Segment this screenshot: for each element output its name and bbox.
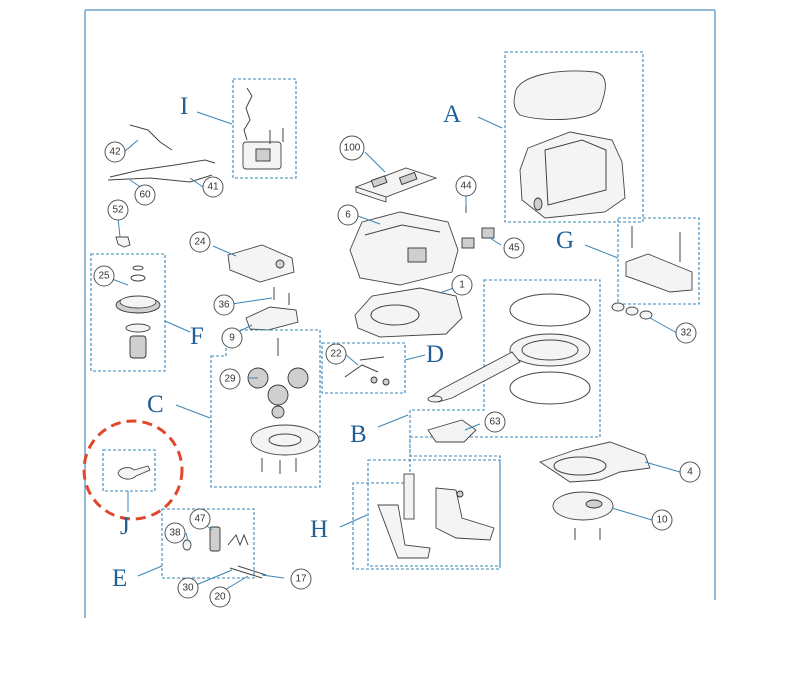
callout-9: 9 [221, 327, 243, 349]
svg-text:29: 29 [224, 374, 236, 385]
svg-text:9: 9 [229, 333, 235, 344]
group-j: J [82, 419, 184, 540]
highlight-ring [82, 419, 184, 521]
group-i-label: I [180, 93, 188, 120]
group-b: B [350, 279, 601, 570]
group-h-label: H [310, 516, 328, 543]
group-i: I [180, 78, 297, 179]
svg-text:52: 52 [112, 205, 124, 216]
group-f-label: F [190, 323, 204, 350]
svg-text:100: 100 [344, 143, 361, 154]
callout-6: 6 [337, 204, 359, 226]
callout-25: 25 [93, 265, 115, 287]
callout-36: 36 [213, 294, 235, 316]
part-9-plate [245, 287, 299, 331]
group-h: H [310, 459, 501, 567]
group-e: E [112, 508, 267, 592]
callout-100: 100 [339, 135, 365, 161]
group-g: G [556, 217, 700, 320]
callout-44: 44 [455, 175, 477, 197]
part-4-10-dials [538, 441, 651, 540]
group-b-box [352, 279, 601, 570]
callout-20: 20 [209, 586, 231, 608]
group-i-box [232, 78, 297, 179]
callout-1: 1 [451, 274, 473, 296]
svg-text:22: 22 [330, 349, 342, 360]
callout-41: 41 [202, 176, 224, 198]
callout-17: 17 [290, 568, 312, 590]
group-j-box [102, 449, 156, 492]
callout-38: 38 [164, 522, 186, 544]
callout-10: 10 [651, 509, 673, 531]
svg-text:17: 17 [295, 574, 307, 585]
group-a: A [443, 51, 644, 223]
group-b-label: B [350, 421, 367, 448]
callout-24: 24 [189, 231, 211, 253]
svg-text:30: 30 [182, 583, 194, 594]
group-j-label: J [120, 513, 130, 540]
callout-63: 63 [484, 411, 506, 433]
svg-text:63: 63 [489, 417, 501, 428]
part-6-chassis [349, 195, 495, 286]
callout-22: 22 [325, 343, 347, 365]
group-d-box [321, 342, 406, 394]
svg-text:41: 41 [207, 182, 219, 193]
group-c-box [210, 329, 321, 488]
callout-45: 45 [503, 237, 525, 259]
svg-text:6: 6 [345, 210, 351, 221]
group-d: D [321, 341, 444, 394]
svg-text:1: 1 [459, 280, 465, 291]
key-part [117, 465, 151, 480]
group-e-label: E [112, 565, 127, 592]
svg-text:20: 20 [214, 592, 226, 603]
callout-60: 60 [134, 184, 156, 206]
part-1-base [354, 287, 463, 338]
svg-text:38: 38 [169, 528, 181, 539]
callout-32: 32 [675, 322, 697, 344]
group-g-box [617, 217, 700, 305]
part-24-bracket [227, 244, 295, 283]
svg-text:25: 25 [98, 271, 110, 282]
svg-text:45: 45 [508, 243, 520, 254]
group-c: C [147, 329, 321, 488]
callout-52: 52 [107, 199, 129, 221]
group-f-box [90, 253, 166, 372]
callout-47: 47 [189, 508, 211, 530]
svg-text:24: 24 [194, 237, 206, 248]
svg-text:60: 60 [139, 190, 151, 201]
group-g-label: G [556, 227, 574, 254]
svg-text:36: 36 [218, 300, 230, 311]
housing-shell-part [519, 131, 626, 219]
callout-4: 4 [679, 461, 701, 483]
group-f: F [90, 253, 204, 372]
svg-text:42: 42 [109, 147, 121, 158]
callout-29: 29 [219, 368, 241, 390]
svg-text:32: 32 [680, 328, 692, 339]
svg-text:47: 47 [194, 514, 206, 525]
svg-text:10: 10 [656, 515, 668, 526]
top-cover-part [513, 70, 606, 121]
svg-text:44: 44 [460, 181, 472, 192]
loose-parts-top-left [107, 124, 216, 248]
group-h-box [367, 459, 501, 567]
svg-text:4: 4 [687, 467, 693, 478]
group-a-label: A [443, 101, 461, 128]
diagram-frame [84, 9, 716, 618]
callout-42: 42 [104, 141, 126, 163]
group-e-box [161, 508, 255, 579]
group-a-box [504, 51, 644, 223]
group-d-label: D [426, 341, 444, 368]
callout-30: 30 [177, 577, 199, 599]
part-100-board [354, 167, 438, 203]
group-c-label: C [147, 391, 164, 418]
